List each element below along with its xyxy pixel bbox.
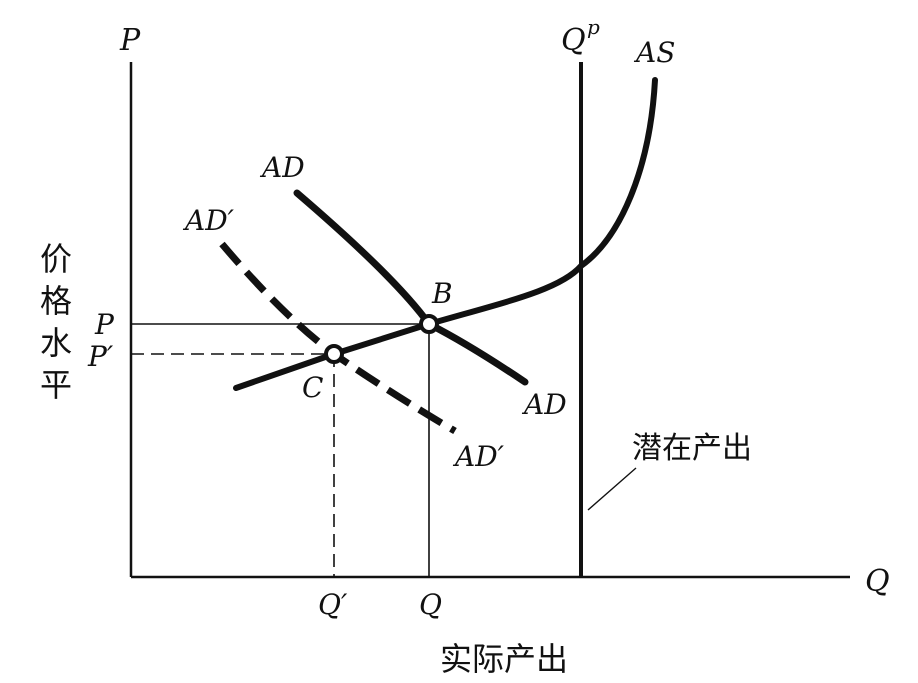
point-c-label: C	[302, 371, 323, 404]
tick-p-prime: P′	[87, 340, 114, 373]
potential-output-symbol: Q	[561, 23, 586, 58]
ad-prime-label-top: AD′	[182, 204, 235, 237]
y-axis-title-char-3: 水	[40, 324, 72, 362]
point-b-label: B	[431, 277, 453, 310]
ad-label-bottom: AD	[521, 388, 567, 421]
ad-label-top: AD	[259, 151, 305, 184]
potential-output-callout: 潜在产出	[632, 431, 752, 466]
x-axis-symbol: Q	[865, 564, 890, 599]
as-curve	[233, 77, 658, 391]
y-axis-title-char-4: 平	[40, 366, 72, 404]
ad-prime-label-bottom: AD′	[452, 440, 505, 473]
tick-q: Q	[419, 588, 442, 621]
as-label: AS	[633, 36, 675, 69]
tick-q-prime: Q′	[318, 588, 348, 621]
y-axis-title-char-1: 价	[40, 240, 72, 278]
point-c-marker	[324, 344, 344, 364]
ad-prime-curve	[219, 241, 457, 435]
x-axis-title: 实际产出	[440, 640, 568, 678]
tick-p: P	[94, 308, 115, 341]
y-axis-title-char-2: 格	[40, 282, 72, 320]
potential-output-callout-line	[587, 467, 637, 511]
point-b-marker	[419, 314, 439, 334]
y-axis-symbol: P	[119, 23, 141, 58]
potential-output-superscript: p	[587, 15, 600, 39]
